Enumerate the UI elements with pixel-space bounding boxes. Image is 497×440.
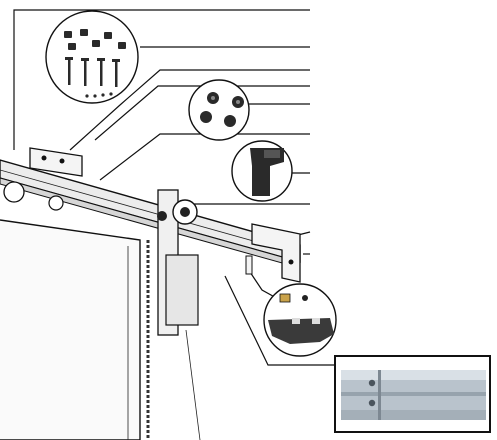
callout-leaders [13, 9, 335, 366]
door-slab [0, 219, 201, 440]
leader-line-guides [94, 85, 310, 141]
bracket-icon [245, 223, 301, 283]
rail-joint-icon [341, 370, 486, 420]
hardware-kit-circle [45, 10, 139, 104]
leader-line-top [13, 9, 310, 150]
roller-icon [157, 199, 198, 225]
bracket-icon-left [29, 147, 83, 177]
leader-line-inset [224, 275, 335, 366]
floor-guide-icon [268, 293, 334, 344]
track-rail [0, 147, 301, 283]
hardware-kit-callout [45, 10, 139, 104]
floor-guide-callout [263, 283, 337, 357]
stopper-icon [250, 148, 284, 196]
door-guides-callout [188, 79, 250, 141]
soft-stop-callout [231, 140, 293, 202]
hardware-kit-icon [64, 29, 126, 98]
leader-line-kit-2 [69, 69, 310, 151]
door-guides-circle [188, 79, 250, 141]
guide-puck-icon [200, 92, 244, 127]
leader-line-stopper [99, 133, 310, 181]
track-joint-inset [334, 355, 491, 433]
